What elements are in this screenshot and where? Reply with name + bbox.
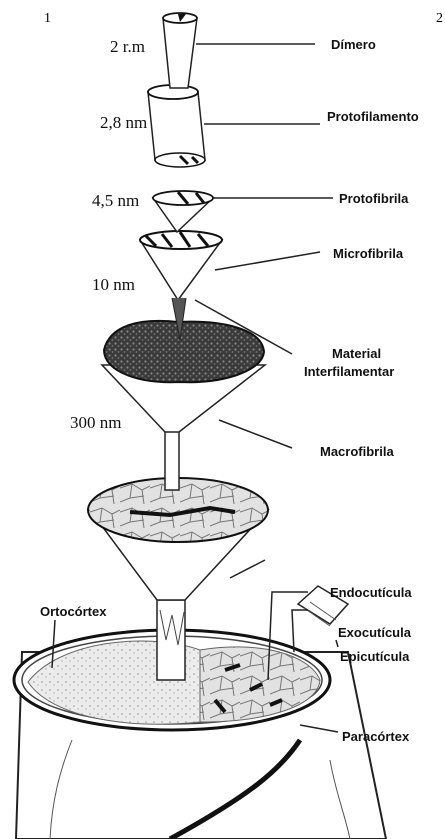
- label-material-line2: Interfilamentar: [304, 364, 394, 379]
- label-macrofibrila: Macrofibrila: [320, 444, 394, 459]
- size-label-protofilament: 2,8 nm: [100, 113, 147, 132]
- label-microfibrila: Microfibrila: [333, 246, 404, 261]
- label-exocuticula: Exocutícula: [338, 625, 412, 640]
- dimer-cylinder: [163, 13, 197, 88]
- label-material-line1: Material: [332, 346, 381, 361]
- size-label-macrofibril: 300 nm: [70, 413, 121, 432]
- protofibril-cone: [153, 191, 213, 232]
- label-protofilamento: Protofilamento: [327, 109, 419, 124]
- corner-number-left: 1: [44, 11, 51, 26]
- size-label-dimer: 2 r.m: [110, 37, 145, 56]
- hair-cross-section: [14, 586, 386, 839]
- label-endocuticula: Endocutícula: [330, 585, 412, 600]
- label-protofibrila: Protofibrila: [339, 191, 409, 206]
- size-label-protofibril: 4,5 nm: [92, 191, 139, 210]
- size-label-microfibril: 10 nm: [92, 275, 135, 294]
- protofilament-cylinder: [148, 85, 205, 167]
- corner-number-right: 2: [436, 11, 443, 26]
- label-dimero: Dímero: [331, 37, 376, 52]
- label-ortocortex: Ortocórtex: [40, 604, 107, 619]
- label-epicuticula: Epicutícula: [340, 649, 410, 664]
- label-paracortex: Paracórtex: [342, 729, 410, 744]
- interfilament-funnel: [102, 321, 265, 490]
